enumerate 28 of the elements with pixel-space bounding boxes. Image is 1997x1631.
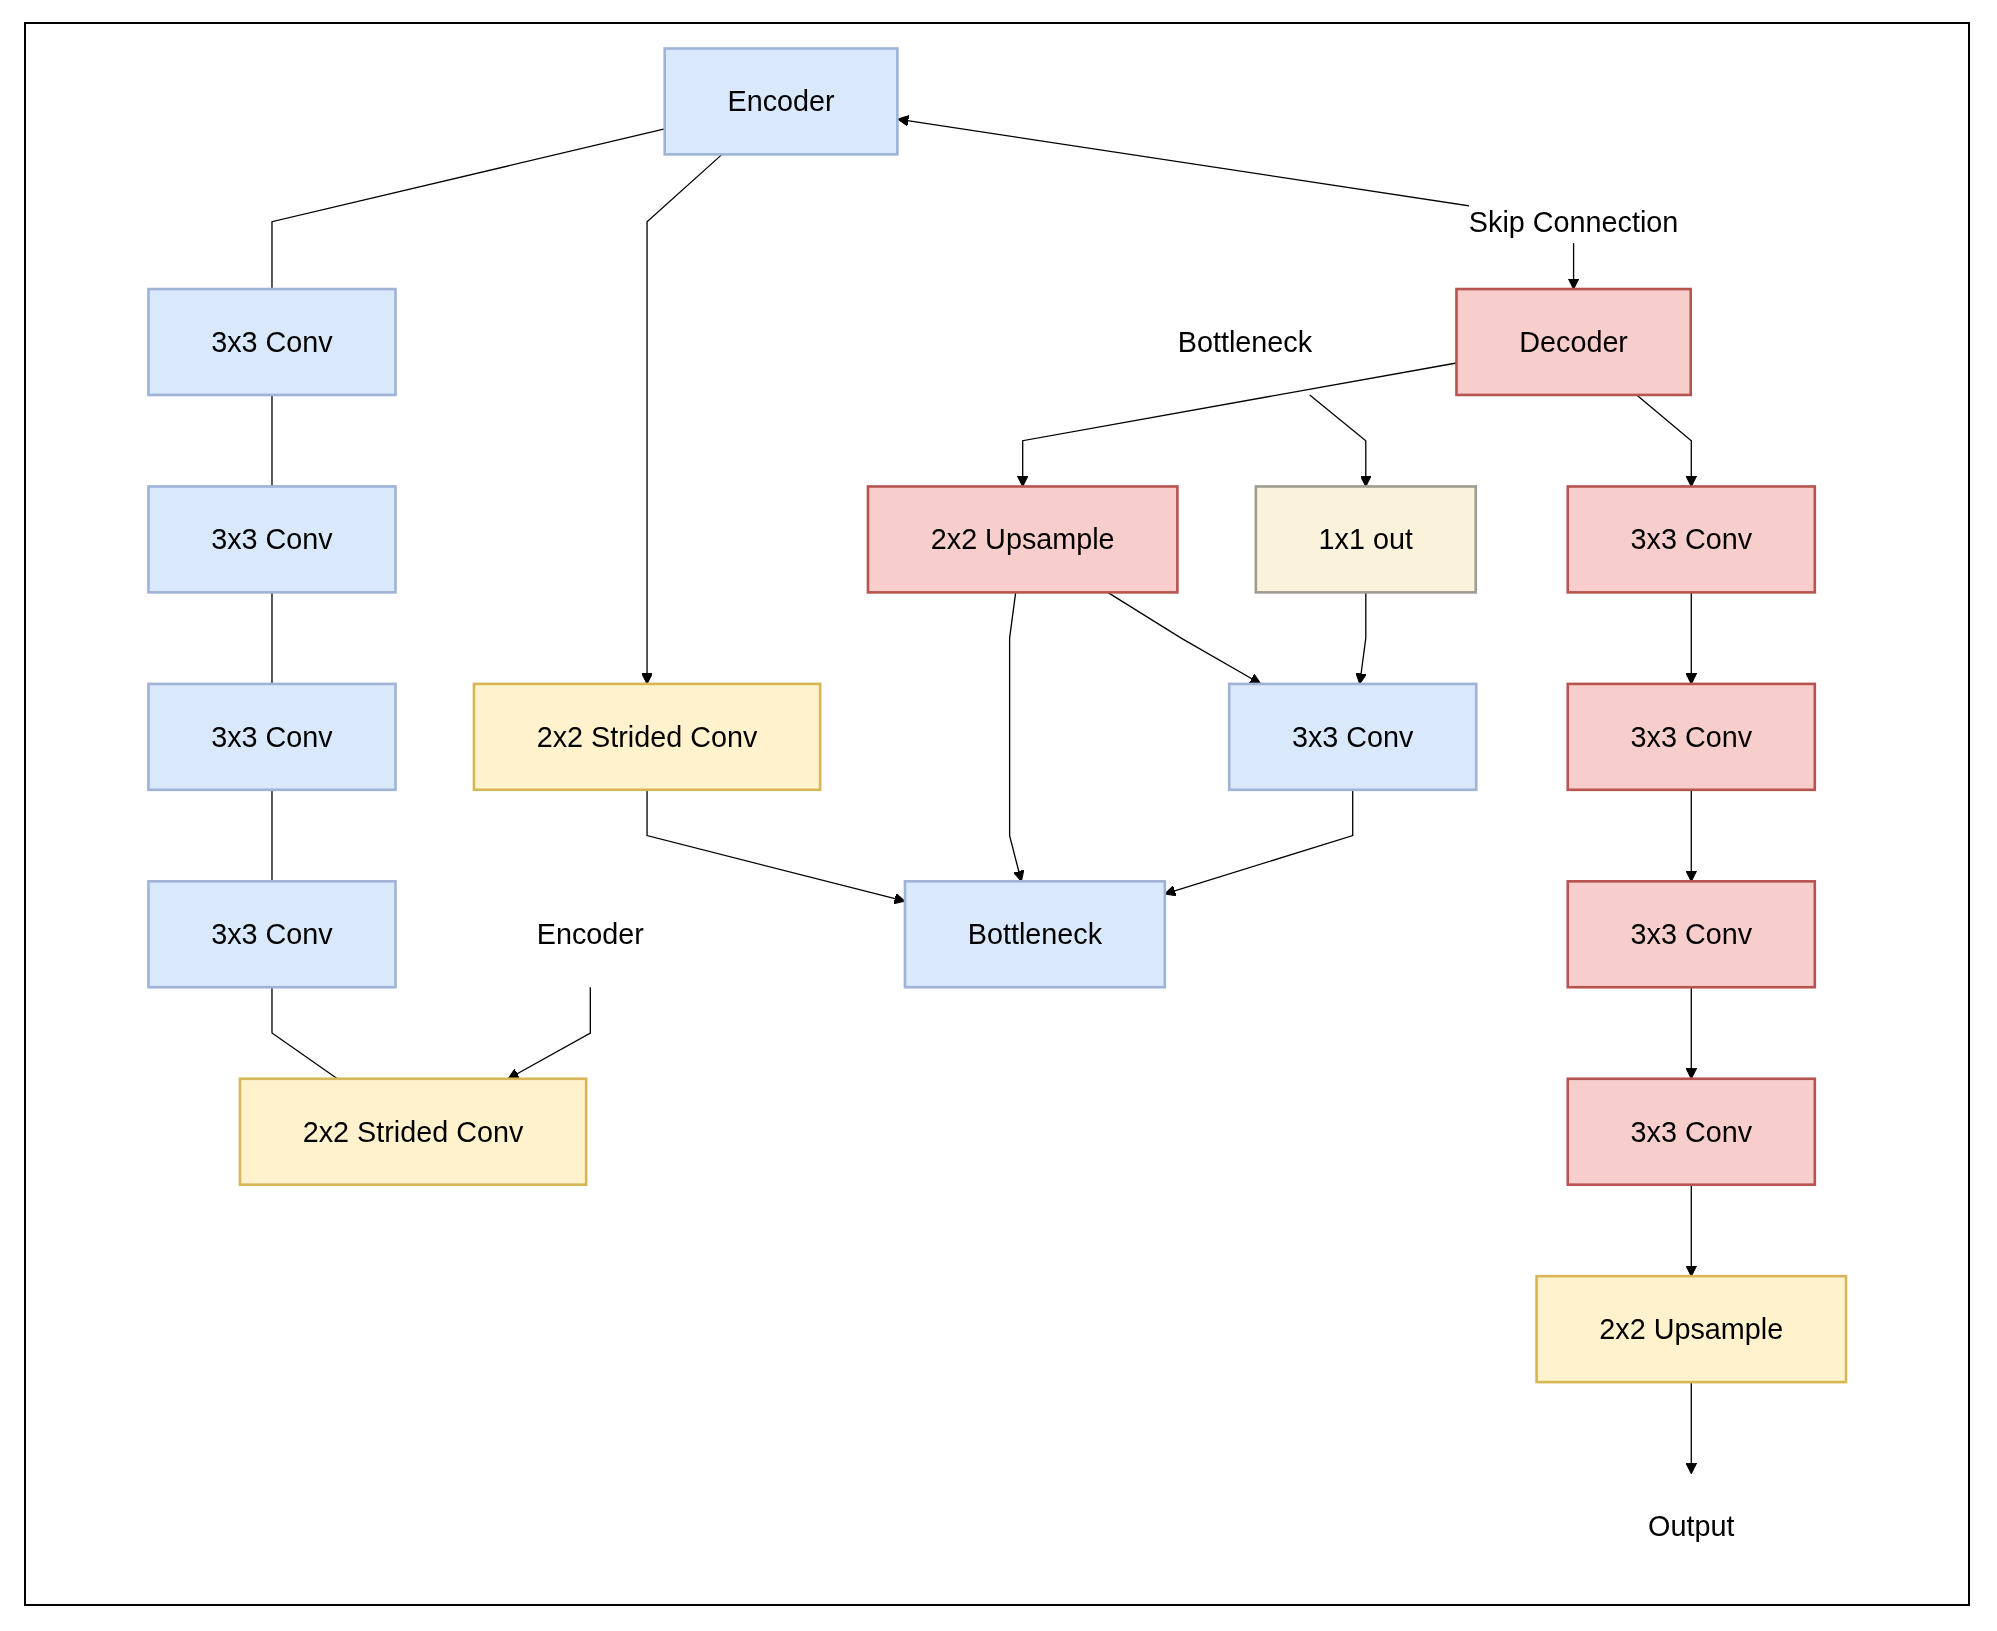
node-box: 3x3 Conv (1566, 1077, 1816, 1186)
node-box: 3x3 Conv (146, 682, 397, 792)
node-box: 2x2 Upsample (1535, 1274, 1848, 1384)
node-text: Encoder (536, 917, 644, 951)
node-box: 2x2 Strided Conv (472, 682, 822, 792)
arrow (1016, 362, 1457, 487)
node-box: 3x3 Conv (1566, 880, 1816, 989)
node-box: 3x3 Conv (146, 287, 397, 397)
node-box: 3x3 Conv (1566, 485, 1816, 594)
arrow (1164, 789, 1354, 897)
node-box: 3x3 Conv (1566, 682, 1816, 792)
node-box: Encoder (663, 47, 899, 156)
node-box: 3x3 Conv (146, 485, 397, 594)
node-box: 2x2 Upsample (866, 485, 1179, 594)
node-box: 3x3 Conv (146, 880, 397, 989)
arrow (1635, 394, 1697, 487)
arrow (1685, 1184, 1697, 1277)
node-box: 1x1 out (1254, 485, 1477, 594)
node-text: Bottleneck (1177, 325, 1312, 359)
edge-label: Skip Connection (1468, 205, 1679, 239)
node-box: 2x2 Strided Conv (238, 1077, 588, 1186)
arrow (1685, 789, 1697, 882)
connector (271, 789, 273, 882)
node-box: 3x3 Conv (1227, 682, 1478, 792)
arrow (1308, 394, 1372, 487)
node-box: Decoder (1454, 287, 1692, 397)
node-box: Bottleneck (903, 880, 1166, 989)
node-text: Output (1647, 1510, 1735, 1543)
